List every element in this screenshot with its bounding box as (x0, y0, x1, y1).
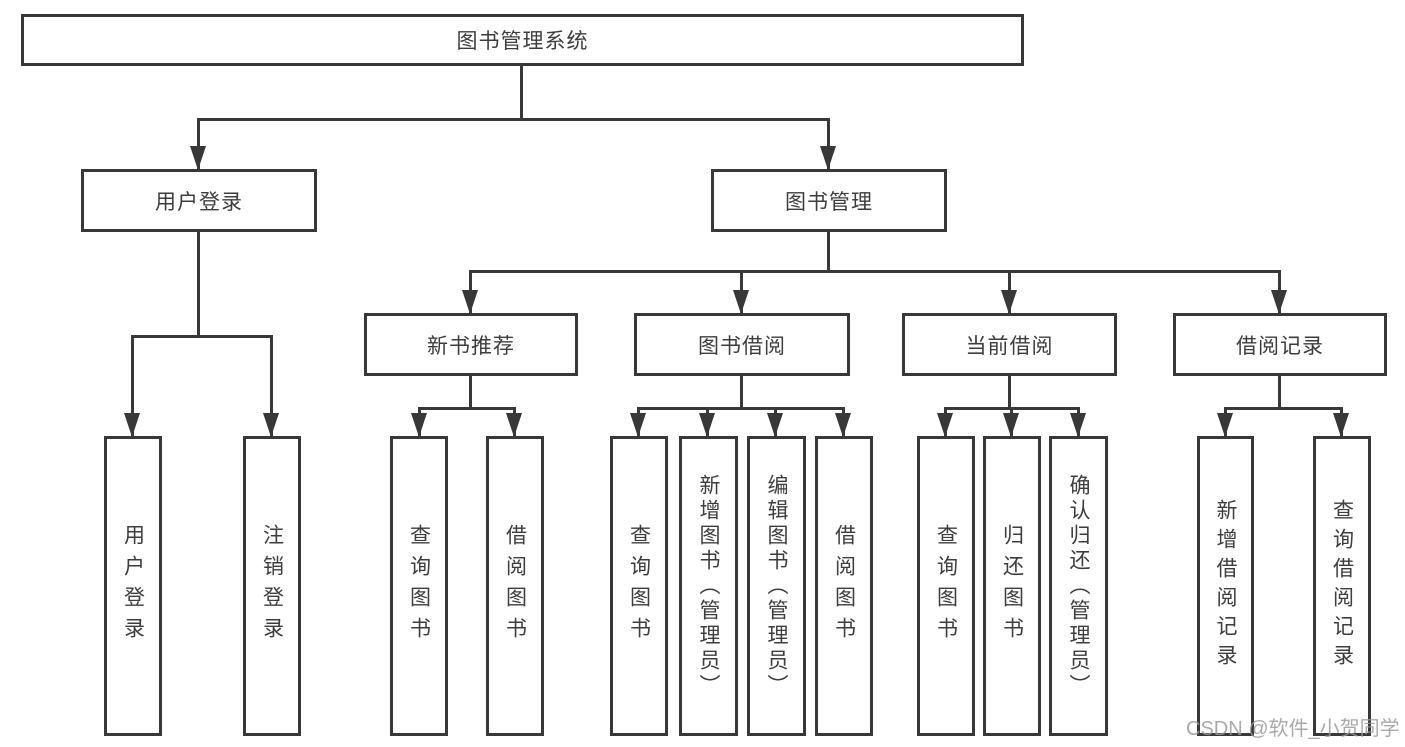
node-user-login: 用户登录 (81, 169, 317, 232)
leaf-records-query-record-label: 查询借阅记录 (1330, 499, 1354, 673)
connector-current-rail (944, 407, 1080, 410)
connector-current-stem (1008, 376, 1011, 407)
leaf-current-confirm-return-admin-label: 确认归还（管理员） (1067, 473, 1090, 699)
arrow-down-icon (630, 413, 646, 437)
node-user-login-label: 用户登录 (155, 190, 243, 214)
leaf-records-query-record: 查询借阅记录 (1313, 436, 1371, 736)
connector-login-stem (197, 232, 200, 335)
connector-root-stem (520, 66, 523, 118)
arrow-down-icon (1001, 290, 1017, 314)
node-book-borrow: 图书借阅 (634, 313, 850, 376)
connector-level3-rail (469, 270, 1281, 273)
leaf-recommend-borrow-books-label: 借阅图书 (503, 524, 527, 648)
leaf-records-add-record-label: 新增借阅记录 (1214, 499, 1237, 673)
leaf-user-login-label: 用户登录 (121, 524, 145, 648)
leaf-user-login: 用户登录 (104, 436, 162, 736)
arrow-down-icon (1271, 290, 1287, 314)
leaf-borrow-edit-books-admin: 编辑图书（管理员） (747, 436, 806, 736)
arrow-down-icon (835, 413, 851, 437)
arrow-down-icon (699, 413, 715, 437)
leaf-current-query-books-label: 查询图书 (934, 524, 958, 648)
connector-records-stem (1278, 376, 1281, 407)
leaf-records-add-record: 新增借阅记录 (1197, 436, 1254, 736)
connector-drop-book-management (827, 118, 830, 169)
node-borrow-records-label: 借阅记录 (1236, 334, 1324, 358)
node-book-management: 图书管理 (711, 169, 947, 232)
leaf-current-confirm-return-admin: 确认归还（管理员） (1049, 436, 1108, 736)
arrow-down-icon (1333, 413, 1349, 437)
arrow-down-icon (124, 413, 140, 437)
connector-borrow-stem (740, 376, 743, 407)
node-new-book-recommend: 新书推荐 (364, 313, 578, 376)
leaf-current-return-books-label: 归还图书 (1000, 524, 1024, 648)
connector-records-rail (1224, 407, 1343, 410)
leaf-current-query-books: 查询图书 (917, 436, 975, 736)
arrow-down-icon (820, 146, 836, 170)
connector-borrow-rail (637, 407, 845, 410)
arrow-down-icon (1070, 413, 1086, 437)
arrow-down-icon (937, 413, 953, 437)
node-current-borrow-label: 当前借阅 (965, 334, 1054, 358)
arrow-down-icon (767, 413, 783, 437)
connector-login-rail (131, 335, 273, 338)
connector-drop-leaf-logout (270, 335, 273, 436)
node-book-borrow-label: 图书借阅 (698, 334, 786, 358)
leaf-borrow-borrow-books: 借阅图书 (815, 436, 873, 736)
node-book-management-label: 图书管理 (785, 190, 873, 214)
arrow-down-icon (263, 413, 279, 437)
leaf-recommend-query-books: 查询图书 (390, 436, 448, 736)
leaf-borrow-add-books-admin-label: 新增图书（管理员） (697, 473, 720, 699)
leaf-borrow-borrow-books-label: 借阅图书 (832, 524, 856, 648)
connector-level2-rail (197, 118, 830, 121)
leaf-logout: 注销登录 (243, 436, 301, 736)
leaf-recommend-borrow-books: 借阅图书 (486, 436, 544, 736)
watermark: CSDN @软件_小贺同学 (1186, 718, 1400, 740)
arrow-down-icon (733, 290, 749, 314)
connector-management-stem (827, 232, 830, 270)
leaf-logout-label: 注销登录 (260, 524, 284, 648)
connector-recommend-stem (469, 376, 472, 407)
arrow-down-icon (190, 146, 206, 170)
connector-drop-leaf-user-login (131, 335, 134, 436)
leaf-borrow-add-books-admin: 新增图书（管理员） (679, 436, 738, 736)
leaf-current-return-books: 归还图书 (983, 436, 1041, 736)
node-root: 图书管理系统 (21, 14, 1024, 66)
leaf-borrow-query-books-label: 查询图书 (627, 524, 651, 648)
node-current-borrow: 当前借阅 (902, 313, 1117, 376)
connector-recommend-rail (418, 407, 516, 410)
arrow-down-icon (1003, 413, 1019, 437)
leaf-borrow-edit-books-admin-label: 编辑图书（管理员） (765, 473, 788, 699)
connector-drop-user-login (197, 118, 200, 169)
leaf-borrow-query-books: 查询图书 (610, 436, 668, 736)
arrow-down-icon (411, 413, 427, 437)
node-new-book-recommend-label: 新书推荐 (427, 334, 515, 358)
node-root-label: 图书管理系统 (456, 30, 589, 53)
arrow-down-icon (1217, 413, 1233, 437)
arrow-down-icon (462, 290, 478, 314)
leaf-recommend-query-books-label: 查询图书 (407, 524, 431, 648)
node-borrow-records: 借阅记录 (1173, 313, 1387, 376)
arrow-down-icon (506, 413, 522, 437)
